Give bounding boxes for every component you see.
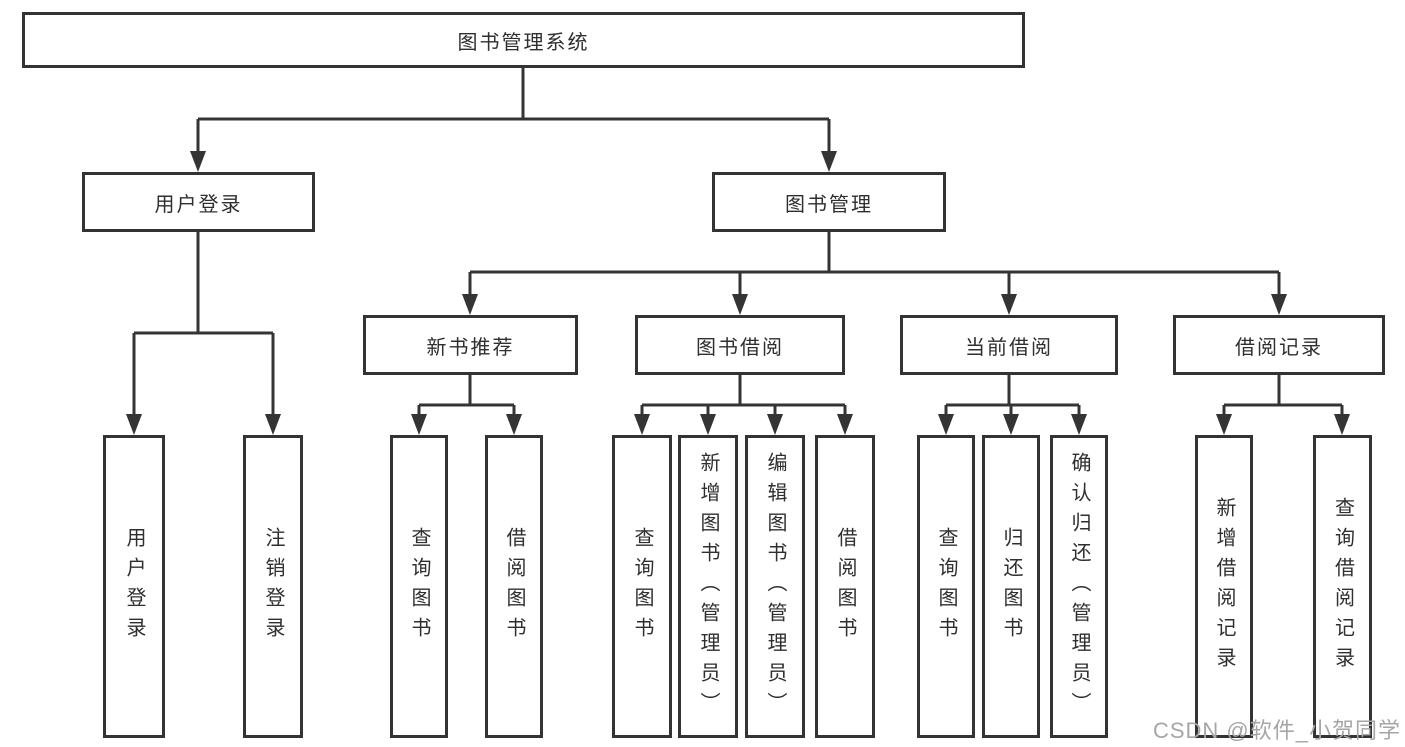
leaf-label: 注销登录 <box>262 526 284 647</box>
leaf-label: 用户登录 <box>123 526 145 647</box>
leaf-user-login: 用户登录 <box>103 435 165 738</box>
leaf-add-book-admin: 新增图书（管理员） <box>678 435 738 738</box>
leaf-logout: 注销登录 <box>243 435 303 738</box>
node-book-borrow: 图书借阅 <box>635 315 845 375</box>
leaf-label: 借阅图书 <box>503 526 525 647</box>
node-borrow-record: 借阅记录 <box>1173 315 1385 375</box>
leaf-query-books-current: 查询图书 <box>917 435 975 738</box>
node-current-borrow: 当前借阅 <box>900 315 1118 375</box>
leaf-label: 编辑图书（管理员） <box>764 451 786 722</box>
leaf-label: 查询图书 <box>408 526 430 647</box>
node-user-login: 用户登录 <box>82 172 315 232</box>
leaf-add-borrow-record: 新增借阅记录 <box>1195 435 1253 738</box>
leaf-borrow-books-recommend: 借阅图书 <box>485 435 543 738</box>
leaf-edit-book-admin: 编辑图书（管理员） <box>745 435 805 738</box>
leaf-label: 查询图书 <box>935 526 957 647</box>
arrowheads <box>126 151 1350 435</box>
leaf-query-borrow-record: 查询借阅记录 <box>1313 435 1372 738</box>
watermark: CSDN @软件_小贺同学 <box>1152 718 1401 743</box>
leaf-label: 查询借阅记录 <box>1331 496 1354 677</box>
leaf-label: 查询图书 <box>631 526 653 647</box>
leaf-label: 确认归还（管理员） <box>1068 451 1090 722</box>
leaf-query-books-borrow: 查询图书 <box>612 435 672 738</box>
leaf-label: 归还图书 <box>1000 526 1022 647</box>
leaf-query-books-recommend: 查询图书 <box>390 435 448 738</box>
node-root: 图书管理系统 <box>22 12 1025 68</box>
leaf-label: 新增借阅记录 <box>1213 496 1235 677</box>
leaf-label: 新增图书（管理员） <box>697 451 719 722</box>
leaf-confirm-return-admin: 确认归还（管理员） <box>1050 435 1108 738</box>
leaf-return-book: 归还图书 <box>982 435 1040 738</box>
node-book-management: 图书管理 <box>712 172 946 232</box>
leaf-borrow-books: 借阅图书 <box>815 435 875 738</box>
leaf-label: 借阅图书 <box>834 526 856 647</box>
node-new-book-recommend: 新书推荐 <box>363 315 578 375</box>
